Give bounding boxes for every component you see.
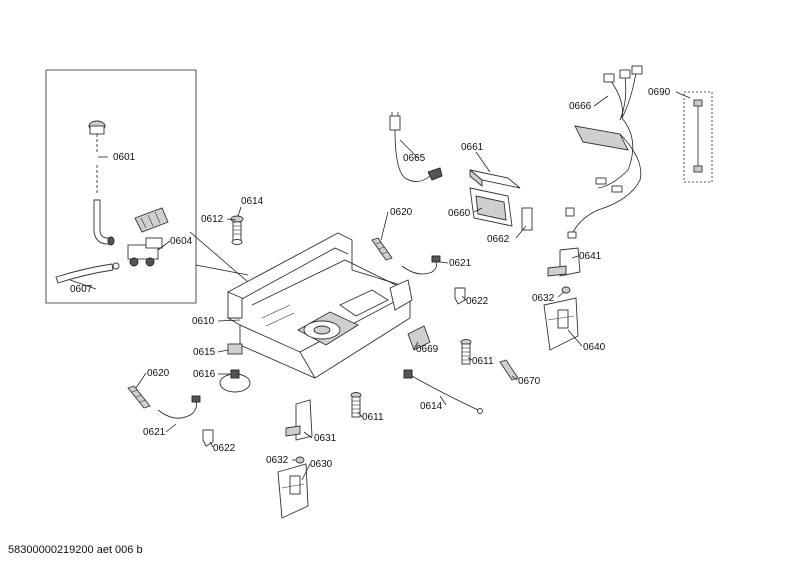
label-0604: 0604 (170, 236, 193, 247)
part-0601-hose (88, 120, 115, 246)
part-0661-cover (469, 169, 521, 189)
label-0631: 0631 (314, 433, 337, 444)
leader-lines (69, 91, 691, 481)
part-0632-washer-right (561, 286, 571, 294)
label-0669: 0669 (416, 344, 439, 355)
label-0611-upper: 0611 (472, 356, 494, 367)
part-0670-strip (499, 359, 519, 381)
part-0611-foot-upper (460, 339, 472, 365)
label-0665: 0665 (403, 153, 426, 164)
label-0607: 0607 (70, 284, 93, 295)
label-0615: 0615 (193, 347, 216, 358)
part-0666-wiring-harness (565, 65, 643, 239)
part-0614-cable (403, 369, 483, 414)
label-0670: 0670 (518, 376, 541, 387)
label-0621-lower: 0621 (143, 427, 166, 438)
part-0615-connector (227, 343, 243, 355)
part-0630-hinge (277, 463, 309, 519)
label-0622-lower: 0622 (213, 443, 236, 454)
part-0622-lower-clip (202, 429, 214, 447)
part-0669-block (407, 325, 431, 351)
part-0632-washer-left (295, 456, 305, 464)
part-0660-housing (469, 187, 513, 227)
part-0612-foot (230, 215, 244, 245)
label-0601: 0601 (113, 152, 136, 163)
label-0614-upper: 0614 (241, 196, 264, 207)
label-0666: 0666 (569, 101, 592, 112)
label-0661: 0661 (461, 142, 484, 153)
label-0610: 0610 (192, 316, 215, 327)
label-0632-right: 0632 (532, 293, 555, 304)
label-0620-lower: 0620 (147, 368, 170, 379)
label-0660: 0660 (448, 208, 471, 219)
label-0662: 0662 (487, 234, 510, 245)
document-code: 58300000219200 aet 006 b (8, 544, 143, 556)
part-0690-hose (683, 91, 713, 183)
label-0621-upper: 0621 (449, 258, 472, 269)
part-0640-hinge (543, 297, 579, 351)
part-0616-disc (219, 369, 251, 393)
part-0665-power-cord (389, 112, 443, 182)
label-0632-left: 0632 (266, 455, 289, 466)
label-0640: 0640 (583, 342, 606, 353)
part-0611-foot-lower (350, 392, 362, 418)
label-0620-upper: 0620 (390, 207, 413, 218)
part-0621-lower-cable (157, 395, 201, 419)
part-0620-top-rod (371, 237, 393, 261)
label-0630: 0630 (310, 459, 333, 470)
label-0611-lower: 0611 (362, 412, 384, 423)
part-0610-base (227, 232, 413, 379)
part-0631-bracket (285, 399, 313, 441)
label-0690: 0690 (648, 87, 671, 98)
label-0612: 0612 (201, 214, 224, 225)
label-0641: 0641 (579, 251, 602, 262)
part-0604-valve (127, 207, 169, 267)
part-0641-bracket (547, 247, 581, 277)
label-0614-lower: 0614 (420, 401, 443, 412)
part-0662-clip (521, 207, 533, 231)
part-0620-lower-rod (127, 385, 151, 409)
part-0621-top-cable (401, 255, 441, 275)
inset-box (45, 69, 249, 304)
part-0622-top-clip (454, 287, 466, 305)
part-labels: 0601 0604 0607 0610 0611 0611 0612 0614 … (70, 87, 671, 470)
label-0616: 0616 (193, 369, 216, 380)
label-0622-upper: 0622 (466, 296, 489, 307)
part-0607-hose (55, 262, 120, 284)
